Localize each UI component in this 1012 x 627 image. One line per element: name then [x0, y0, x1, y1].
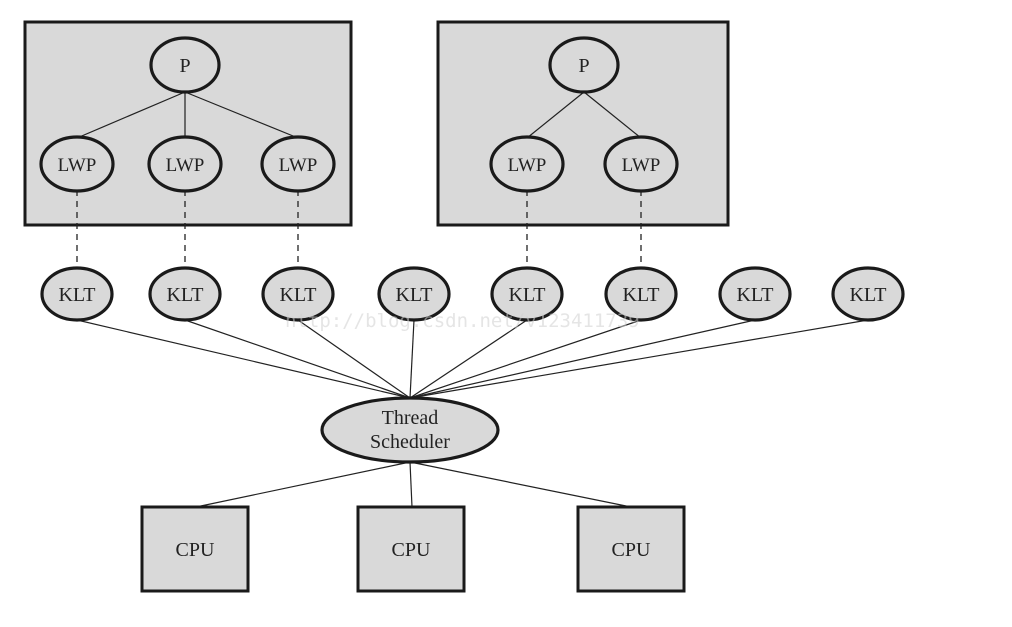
klt-label-4: KLT [395, 284, 432, 306]
edge-scheduler-cpu2 [409, 461, 413, 508]
lwp-label-1: LWP [58, 155, 97, 176]
edge-scheduler-cpu3 [409, 461, 632, 508]
klt-label-8: KLT [849, 284, 886, 306]
scheduler-label-line2: Scheduler [370, 431, 450, 453]
thread-scheduler-node: Thread Scheduler [320, 396, 500, 464]
edge-klt5-scheduler [409, 319, 528, 399]
process-node-1: P [149, 36, 221, 94]
edge-klt6-scheduler [409, 319, 642, 399]
edge-klt4-scheduler [409, 319, 415, 399]
edge-klt8-scheduler [409, 319, 869, 399]
edge-klt1-scheduler [76, 319, 411, 399]
klt-label-2: KLT [166, 284, 203, 306]
lwp-node-1: LWP [39, 135, 115, 193]
cpu-label-1: CPU [176, 539, 215, 561]
klt-label-7: KLT [736, 284, 773, 306]
lwp-node-4: LWP [489, 135, 565, 193]
edge-p2-lwp2 [583, 91, 642, 139]
klt-node-5: KLT [490, 266, 564, 322]
klt-node-4: KLT [377, 266, 451, 322]
klt-node-7: KLT [718, 266, 792, 322]
klt-node-6: KLT [604, 266, 678, 322]
klt-node-8: KLT [831, 266, 905, 322]
klt-label-3: KLT [279, 284, 316, 306]
lwp-node-5: LWP [603, 135, 679, 193]
edge-klt2-scheduler [184, 319, 411, 399]
lwp-label-4: LWP [508, 155, 547, 176]
klt-label-6: KLT [622, 284, 659, 306]
klt-node-3: KLT [261, 266, 335, 322]
edge-p1-lwp3 [184, 91, 299, 139]
klt-label-1: KLT [58, 284, 95, 306]
lwp-label-5: LWP [622, 155, 661, 176]
klt-node-2: KLT [148, 266, 222, 322]
cpu-label-2: CPU [392, 539, 431, 561]
watermark-text: http://blog.csdn.net/v123411739 [285, 310, 640, 332]
process-label-2: P [578, 55, 589, 77]
cpu-box-3: CPU [576, 505, 686, 593]
lwp-label-3: LWP [279, 155, 318, 176]
edge-klt3-scheduler [297, 319, 411, 399]
cpu-label-3: CPU [612, 539, 651, 561]
process-node-2: P [548, 36, 620, 94]
scheduler-label-line1: Thread [382, 407, 439, 429]
klt-label-5: KLT [508, 284, 545, 306]
lwp-label-2: LWP [166, 155, 205, 176]
lwp-node-2: LWP [147, 135, 223, 193]
edge-p1-lwp1 [76, 91, 186, 139]
cpu-box-1: CPU [140, 505, 250, 593]
edge-p2-lwp1 [526, 91, 585, 139]
klt-node-1: KLT [40, 266, 114, 322]
lwp-node-3: LWP [260, 135, 336, 193]
edge-scheduler-cpu1 [195, 461, 411, 508]
edge-klt7-scheduler [409, 319, 756, 399]
cpu-box-2: CPU [356, 505, 466, 593]
process-label-1: P [179, 55, 190, 77]
